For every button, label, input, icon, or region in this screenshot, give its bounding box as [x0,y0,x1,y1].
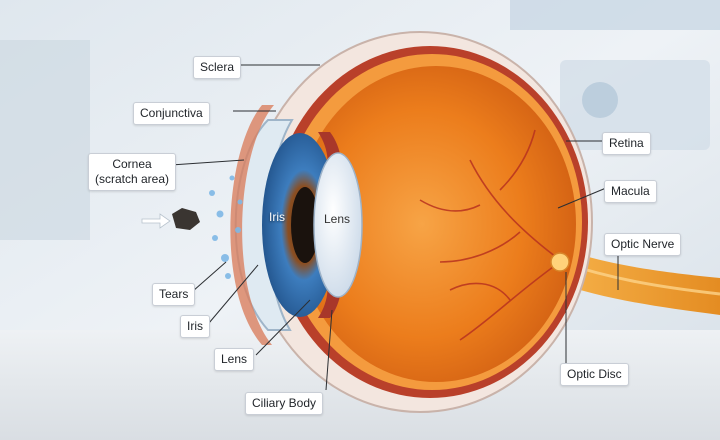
macula-label: Macula [604,180,657,203]
iris-label-text: Iris [187,319,203,333]
iris-inner-label: Iris [269,210,285,224]
iris-label: Iris [180,315,210,338]
lens-label-text: Lens [221,352,248,366]
ciliary-body-label: Ciliary Body [245,392,324,415]
macula-label-text: Macula [611,184,650,198]
tears-label: Tears [152,283,196,306]
optic-nerve-label-text: Optic Nerve [611,237,675,251]
optic-nerve-label: Optic Nerve [604,233,682,256]
cornea-label: Cornea (scratch area) [88,153,177,191]
arrow-right-icon [141,213,171,229]
debris-particle-icon [172,208,200,230]
lens-label: Lens [214,348,255,371]
retina-label-text: Retina [609,136,644,150]
sclera-label: Sclera [193,56,242,79]
ciliary-body-label-text: Ciliary Body [252,396,317,410]
optic-disc-label: Optic Disc [560,363,629,386]
lens-inner-label: Lens [324,212,351,226]
tears-label-text: Tears [159,287,189,301]
optic-disc-label-text: Optic Disc [567,367,622,381]
conjunctiva-label-text: Conjunctiva [140,106,203,120]
cornea-label-line1: Cornea [112,157,152,171]
sclera-label-text: Sclera [200,60,235,74]
conjunctiva-label: Conjunctiva [133,102,210,125]
retina-label: Retina [602,132,651,155]
cornea-label-line2: (scratch area) [95,172,170,186]
